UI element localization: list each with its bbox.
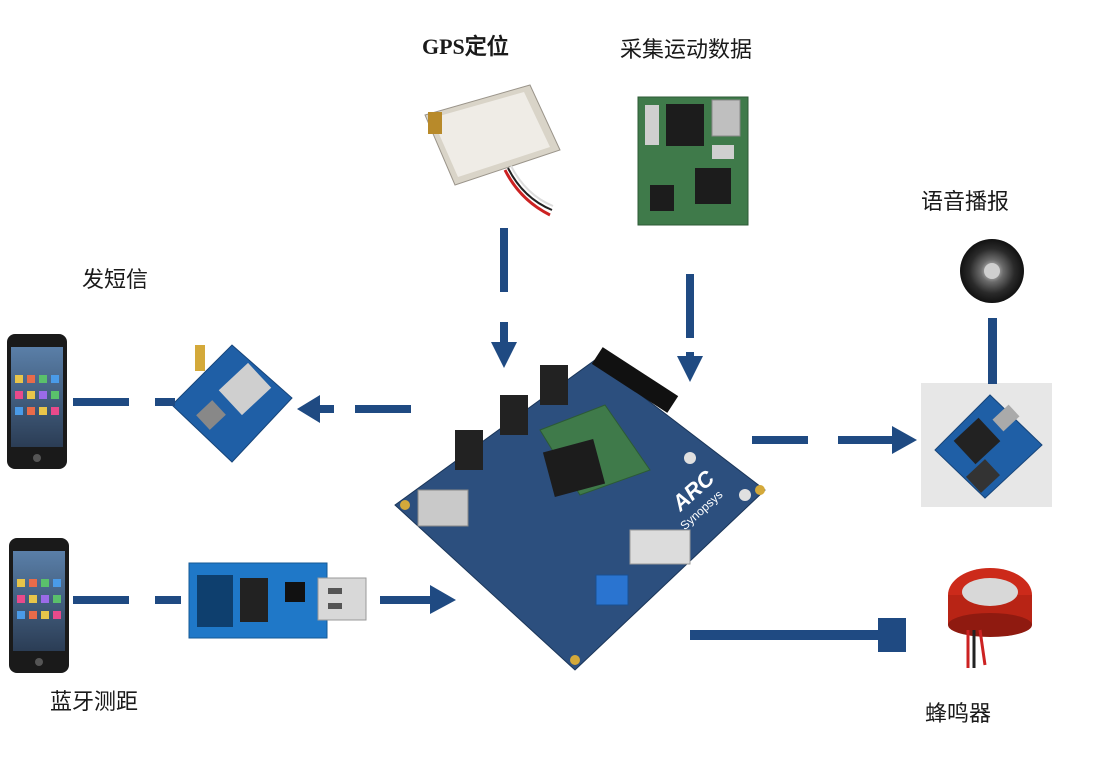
phone-bt-connector-segment bbox=[73, 596, 129, 604]
motion-connector-segment bbox=[686, 274, 694, 338]
motion-arrowhead bbox=[677, 356, 703, 382]
buzzer-image bbox=[948, 568, 1032, 668]
voice-connector-segment bbox=[838, 436, 900, 444]
buzzer-connector bbox=[690, 630, 888, 640]
motion-sensor-image bbox=[637, 96, 749, 226]
bluetooth-connector bbox=[380, 596, 436, 604]
bluetooth-module-image bbox=[188, 562, 367, 639]
gps-connector-segment bbox=[500, 322, 508, 344]
gps-module-image bbox=[424, 84, 561, 217]
arc-development-board-image: ARC Synopsys bbox=[394, 347, 766, 671]
gsm-module-image bbox=[171, 344, 293, 463]
phone-sms-connector-segment bbox=[73, 398, 129, 406]
buzzer-label: 蜂鸣器 bbox=[925, 702, 992, 727]
voice-broadcast-label: 语音播报 bbox=[921, 190, 1010, 215]
gps-connector-segment bbox=[500, 228, 508, 292]
gps-arrowhead bbox=[491, 342, 517, 368]
sms-connector-segment bbox=[355, 405, 411, 413]
voice-connector-segment bbox=[752, 436, 808, 444]
bluetooth-arrowhead bbox=[430, 585, 456, 614]
buzzer-connector-end bbox=[878, 618, 906, 652]
speaker-connector bbox=[988, 318, 997, 384]
gps-label: GPS定位 bbox=[422, 34, 509, 59]
voice-module-image bbox=[921, 383, 1052, 507]
phone-top-image bbox=[7, 334, 67, 469]
sms-arrowhead bbox=[297, 395, 320, 423]
voice-arrowhead bbox=[892, 426, 917, 454]
sms-label: 发短信 bbox=[82, 268, 149, 293]
motion-data-label: 采集运动数据 bbox=[620, 38, 753, 63]
phone-sms-connector-segment bbox=[155, 398, 175, 406]
phone-bottom-image bbox=[9, 538, 69, 673]
sms-connector-segment bbox=[316, 405, 334, 413]
speaker-image bbox=[960, 239, 1024, 303]
phone-bt-connector-segment bbox=[155, 596, 181, 604]
bluetooth-ranging-label: 蓝牙测距 bbox=[50, 690, 139, 715]
